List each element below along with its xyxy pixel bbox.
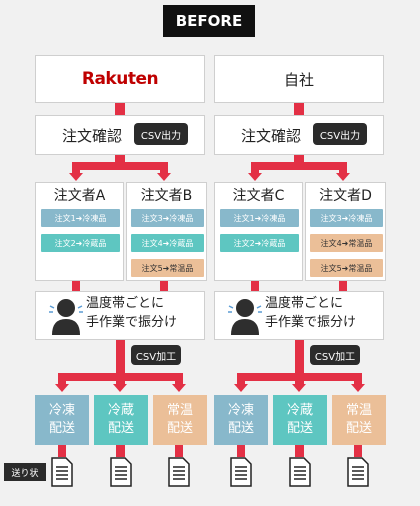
- manual-sort-box: 温度帯ごとに 手作業で振分け: [214, 291, 384, 340]
- csv-output-badge: CSV出力: [134, 123, 188, 145]
- document-icon: [289, 457, 311, 487]
- csv-edit-badge: CSV加工: [310, 345, 360, 365]
- arrowhead: [351, 384, 365, 392]
- connector: [116, 340, 125, 378]
- arrowhead: [172, 384, 186, 392]
- connector: [175, 373, 183, 386]
- order-chip-room-temp: 注文5➜常温品: [310, 259, 383, 277]
- manual-sort-text: 温度帯ごとに 手作業で振分け: [86, 296, 178, 330]
- connector: [115, 103, 125, 115]
- delivery-chilled-box: 冷蔵配送: [94, 395, 148, 445]
- arrowhead: [336, 173, 350, 181]
- order-confirm-label: 注文確認: [62, 126, 123, 145]
- buyer-label: 注文者C: [232, 188, 285, 204]
- csv-edit-badge: CSV加工: [131, 345, 181, 365]
- arrowhead: [292, 384, 306, 392]
- connector: [295, 373, 304, 386]
- order-confirm-label: 注文確認: [241, 126, 302, 145]
- connector: [354, 373, 362, 386]
- connector: [295, 445, 304, 457]
- connector: [339, 162, 347, 175]
- arrowhead: [69, 173, 83, 181]
- buyer-label: 注文者B: [140, 188, 193, 204]
- arrowhead: [248, 173, 262, 181]
- own-site-label: 自社: [283, 70, 314, 89]
- delivery-frozen-box: 冷凍配送: [35, 395, 89, 445]
- connector: [237, 373, 245, 386]
- connector: [72, 162, 80, 175]
- diagram-title: BEFORE: [163, 5, 255, 37]
- order-chip-chilled: 注文4➜冷蔵品: [131, 234, 204, 252]
- order-chip-chilled: 注文2➜冷蔵品: [220, 234, 299, 252]
- arrowhead: [55, 384, 69, 392]
- platform-box-rakuten: Rakuten: [35, 55, 205, 103]
- connector: [294, 103, 304, 115]
- connector: [160, 281, 168, 291]
- connector: [160, 162, 168, 175]
- buyer-label: 注文者D: [319, 188, 372, 204]
- arrowhead: [113, 384, 127, 392]
- connector: [58, 373, 66, 386]
- connector: [251, 162, 259, 175]
- document-icon: [230, 457, 252, 487]
- operator-person-icon: [228, 299, 262, 335]
- connector: [58, 445, 66, 457]
- document-icon: [110, 457, 132, 487]
- delivery-room-temp-box: 常温配送: [332, 395, 386, 445]
- connector: [339, 281, 347, 291]
- shipping-label-tag: 送り状: [4, 463, 46, 481]
- connector: [294, 155, 304, 164]
- connector: [72, 281, 80, 291]
- buyer-box-d: 注文者D 注文3➜冷凍品 注文4➜常温品 注文5➜常温品: [305, 182, 386, 281]
- rakuten-logo: Rakuten: [81, 69, 159, 89]
- buyer-box-a: 注文者A 注文1➜冷凍品 注文2➜冷蔵品: [35, 182, 124, 281]
- csv-output-badge: CSV出力: [313, 123, 367, 145]
- document-icon: [168, 457, 190, 487]
- operator-person-icon: [49, 299, 83, 335]
- connector: [237, 445, 245, 457]
- arrowhead: [157, 173, 171, 181]
- connector: [251, 281, 259, 291]
- connector: [116, 445, 125, 457]
- connector: [354, 445, 362, 457]
- delivery-frozen-box: 冷凍配送: [214, 395, 268, 445]
- order-chip-room-temp: 注文5➜常温品: [131, 259, 204, 277]
- arrowhead: [234, 384, 248, 392]
- order-chip-frozen: 注文1➜冷凍品: [220, 209, 299, 227]
- connector: [251, 162, 347, 170]
- order-chip-frozen: 注文3➜冷凍品: [310, 209, 383, 227]
- delivery-chilled-box: 冷蔵配送: [273, 395, 327, 445]
- order-chip-room-temp: 注文4➜常温品: [310, 234, 383, 252]
- platform-box-own-site: 自社: [214, 55, 384, 103]
- connector: [295, 340, 304, 378]
- connector: [175, 445, 183, 457]
- manual-sort-text: 温度帯ごとに 手作業で振分け: [265, 296, 357, 330]
- buyer-box-b: 注文者B 注文3➜冷凍品 注文4➜冷蔵品 注文5➜常温品: [126, 182, 207, 281]
- connector: [115, 155, 125, 164]
- buyer-label: 注文者A: [53, 188, 106, 204]
- connector: [116, 373, 125, 386]
- connector: [72, 162, 168, 170]
- buyer-box-c: 注文者C 注文1➜冷凍品 注文2➜冷蔵品: [214, 182, 303, 281]
- order-chip-frozen: 注文3➜冷凍品: [131, 209, 204, 227]
- order-chip-chilled: 注文2➜冷蔵品: [41, 234, 120, 252]
- document-icon: [347, 457, 369, 487]
- document-icon: [51, 457, 73, 487]
- manual-sort-box: 温度帯ごとに 手作業で振分け: [35, 291, 205, 340]
- delivery-room-temp-box: 常温配送: [153, 395, 207, 445]
- order-chip-frozen: 注文1➜冷凍品: [41, 209, 120, 227]
